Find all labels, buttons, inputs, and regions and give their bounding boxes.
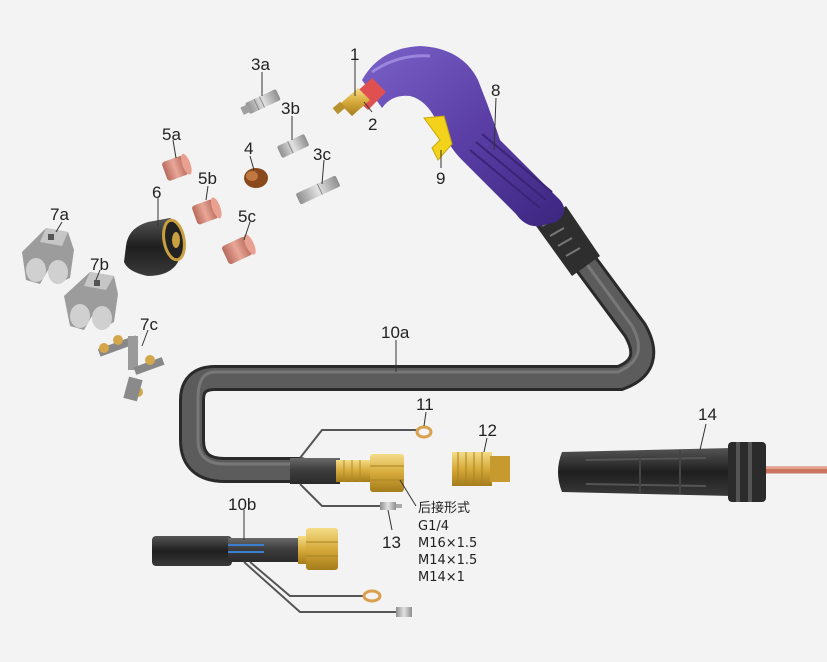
- rear-connection-option: M16×1.5: [418, 536, 477, 551]
- label-12: 12: [478, 421, 497, 440]
- rear-connection-option: M14×1: [418, 570, 465, 585]
- rear-connector-assembly: [290, 425, 433, 510]
- rear-connection-title: 后接形式: [418, 500, 470, 516]
- label-6: 6: [152, 183, 161, 202]
- label-5c: 5c: [238, 207, 256, 226]
- label-2: 2: [368, 115, 377, 134]
- cable-10b: [152, 528, 412, 617]
- rear-connection-option: M14×1.5: [418, 553, 477, 568]
- part-7a-guide: [22, 228, 74, 284]
- label-7a: 7a: [50, 205, 69, 224]
- label-7c: 7c: [140, 315, 158, 334]
- part-7b-guide: [64, 272, 118, 330]
- rear-connection-option: G1/4: [418, 519, 449, 534]
- label-5a: 5a: [162, 125, 181, 144]
- leader-lines: [55, 60, 707, 540]
- label-3a: 3a: [251, 55, 270, 74]
- label-3c: 3c: [313, 145, 331, 164]
- label-13: 13: [382, 533, 401, 552]
- part-5c-tip: [222, 234, 256, 264]
- label-5b: 5b: [198, 169, 217, 188]
- part-7c-roller-guide: [97, 335, 165, 402]
- torch-head-tip: [332, 78, 386, 116]
- label-14: 14: [698, 405, 717, 424]
- part-3b-electrode: [277, 134, 309, 158]
- label-11: 11: [416, 395, 434, 414]
- part-6-shield-cup: [124, 218, 186, 276]
- torch-handle: [362, 46, 565, 227]
- label-8: 8: [491, 81, 500, 100]
- cable-10a: [179, 206, 656, 483]
- part-12-adapter: [452, 452, 510, 486]
- part-5b-tip: [192, 197, 222, 225]
- part-4-swirl-ring: [244, 168, 268, 188]
- label-7b: 7b: [90, 255, 109, 274]
- trigger: [423, 115, 453, 161]
- label-1: 1: [350, 45, 359, 64]
- label-4: 4: [244, 139, 253, 158]
- label-3b: 3b: [281, 99, 300, 118]
- label-9: 9: [436, 169, 445, 188]
- part-14-cover: [558, 442, 827, 502]
- label-10b: 10b: [228, 495, 256, 514]
- part-3a-electrode: [240, 89, 281, 115]
- part-5a-tip: [162, 153, 192, 181]
- part-labels: 1 2 3a 3b 3c 4 5a 5b 5c 6 7a 7b 7c 8 9 1…: [50, 45, 717, 552]
- rear-connection-note: 后接形式 G1/4 M16×1.5 M14×1.5 M14×1: [418, 500, 477, 585]
- label-10a: 10a: [381, 323, 410, 342]
- part-3c-electrode: [296, 175, 340, 205]
